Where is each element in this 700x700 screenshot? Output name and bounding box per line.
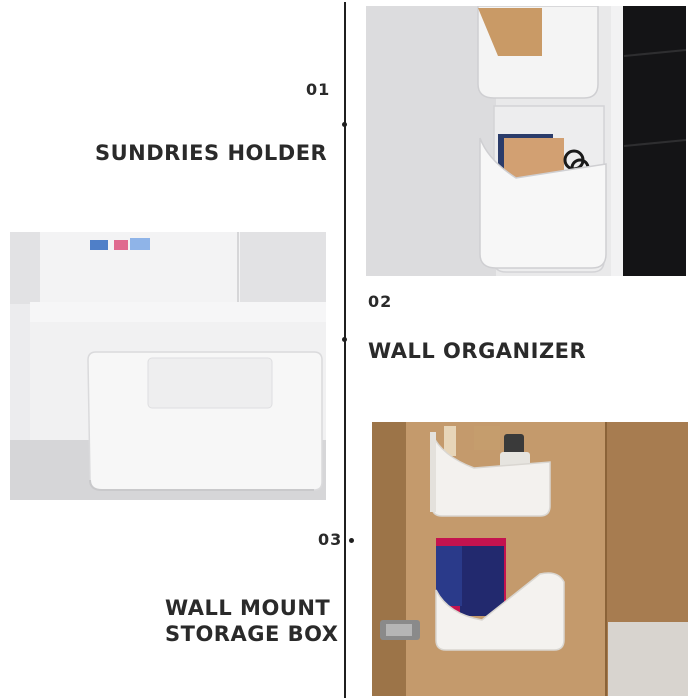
photo-wall-pockets: [366, 6, 686, 276]
step-title-wall-mount-line1: WALL MOUNT: [165, 596, 331, 620]
step-number-01: 01: [306, 80, 331, 99]
step-title-wall-mount-line2: STORAGE BOX: [165, 622, 339, 646]
step-title-wall-organizer: WALL ORGANIZER: [368, 339, 587, 363]
timeline-dot-1: [342, 122, 347, 127]
timeline-line: [344, 2, 346, 698]
photo-storage-box: [10, 232, 326, 500]
photo-cabinet-boxes: [372, 422, 688, 696]
timeline-dot-3: [349, 538, 354, 543]
timeline-dot-2: [342, 337, 347, 342]
step-number-03: 03: [318, 530, 343, 549]
step-title-sundries-holder: SUNDRIES HOLDER: [95, 141, 328, 165]
step-number-02: 02: [368, 292, 393, 311]
